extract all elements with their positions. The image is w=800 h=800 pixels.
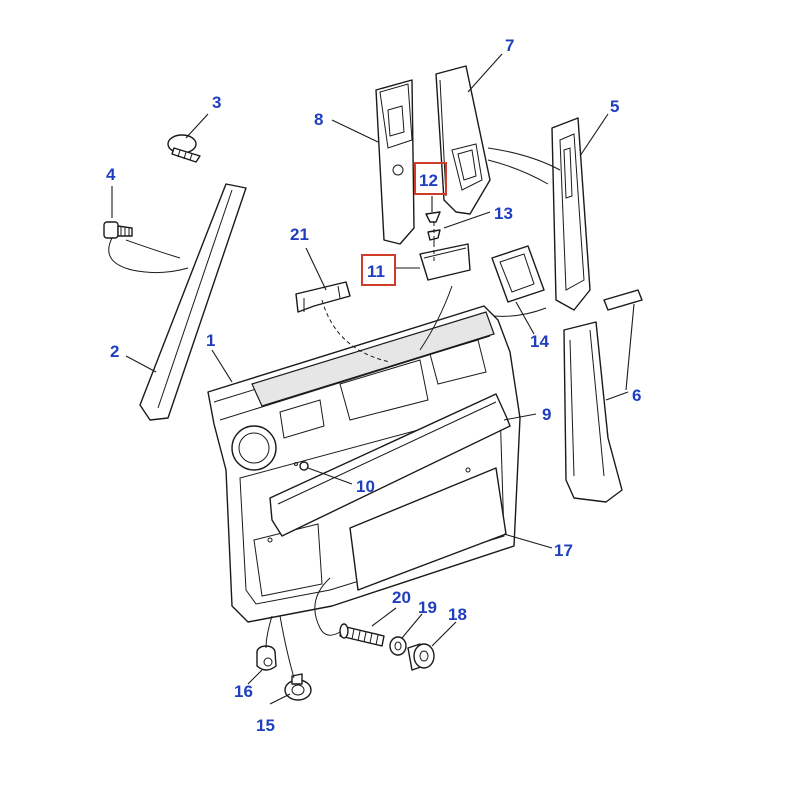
callout-13: 13: [494, 204, 513, 223]
part-8-upper-trim: [375, 79, 415, 245]
part-13-screw: [427, 229, 441, 246]
callout-19: 19: [418, 598, 437, 617]
callout-14: 14: [530, 332, 549, 351]
part-19-washer: [389, 636, 407, 656]
callout-10: 10: [356, 477, 375, 496]
callout-20: 20: [392, 588, 411, 607]
callout-21: 21: [290, 225, 309, 244]
part-20-stud: [339, 623, 385, 647]
callout-16: 16: [234, 682, 253, 701]
part-17-lower-panel: [349, 467, 507, 591]
callout-12: 12: [419, 171, 438, 190]
callout-7: 7: [505, 36, 514, 55]
part-3-clip: [167, 134, 201, 163]
highlight-box-11: [361, 254, 396, 286]
callout-1: 1: [206, 331, 215, 350]
callout-15: 15: [256, 716, 275, 735]
part-10-fastener: [294, 461, 309, 471]
part-21-bracket: [295, 281, 351, 313]
part-7-b-pillar-upper: [435, 65, 491, 215]
part-15-push-clip: [284, 673, 312, 701]
part-2-pillar-trim: [139, 183, 247, 421]
callout-4: 4: [106, 165, 116, 184]
part-6-b-pillar-lower: [563, 289, 643, 503]
assembly-lines: [108, 147, 561, 679]
leader-lines: [111, 53, 635, 705]
callout-18: 18: [448, 605, 467, 624]
part-16-grommet: [256, 645, 277, 671]
highlight-box-12: [414, 162, 447, 195]
part-18-cap-nut: [407, 643, 435, 671]
part-9-pocket-panel: [269, 393, 511, 537]
callout-5: 5: [610, 97, 619, 116]
callout-6: 6: [632, 386, 641, 405]
callout-8: 8: [314, 110, 323, 129]
callout-17: 17: [554, 541, 573, 560]
part-5-side-pillar: [551, 117, 591, 311]
part-12-clip: [425, 211, 441, 223]
part-4-screw: [103, 221, 133, 239]
part-14-handle-bezel: [491, 245, 545, 303]
callout-3: 3: [212, 93, 221, 112]
callout-2: 2: [110, 342, 119, 361]
callout-9: 9: [542, 405, 551, 424]
part-11-tray: [419, 243, 471, 281]
callout-11: 11: [367, 262, 385, 281]
callout-labels: 1 2 3 4 5 6 7 8 9 10 11 12 13 14 15 16 1…: [106, 36, 641, 735]
